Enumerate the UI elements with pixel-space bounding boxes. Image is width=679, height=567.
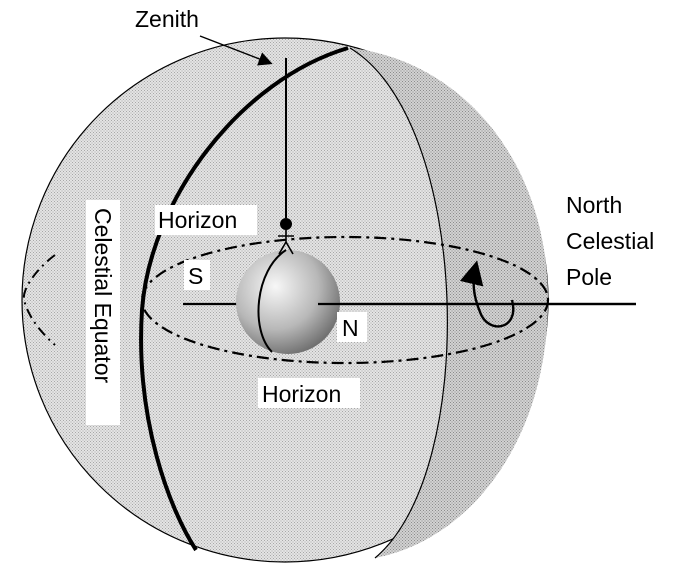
horizon-top-label: Horizon [158, 207, 237, 233]
rotation-arrow [459, 260, 515, 328]
observer-figure [278, 230, 294, 255]
north-celestial-pole-line-3: Pole [566, 264, 612, 290]
zenith-label: Zenith [135, 6, 199, 32]
horizon-top-label-bg [155, 205, 257, 235]
north-celestial-pole-line-2: Celestial [566, 228, 654, 254]
equator-dashed-left [22, 254, 56, 346]
horizon-ellipse [140, 235, 550, 365]
north-celestial-pole-line-1: North [566, 192, 622, 218]
south-label-bg [184, 260, 210, 290]
zenith-pointer-arrow [199, 35, 273, 66]
celestial-equator-label: Celestial Equator [90, 208, 116, 383]
observer-head [280, 218, 292, 230]
horizon-bottom-label: Horizon [262, 381, 341, 407]
earth-meridian [257, 249, 287, 353]
equator-label-bg [86, 200, 120, 425]
earth-globe [236, 250, 340, 354]
north-label-bg [337, 312, 367, 342]
meridian-line [349, 47, 448, 559]
south-label: S [188, 263, 203, 289]
north-label: N [342, 315, 359, 341]
horizon-bottom-label-bg [258, 378, 360, 408]
